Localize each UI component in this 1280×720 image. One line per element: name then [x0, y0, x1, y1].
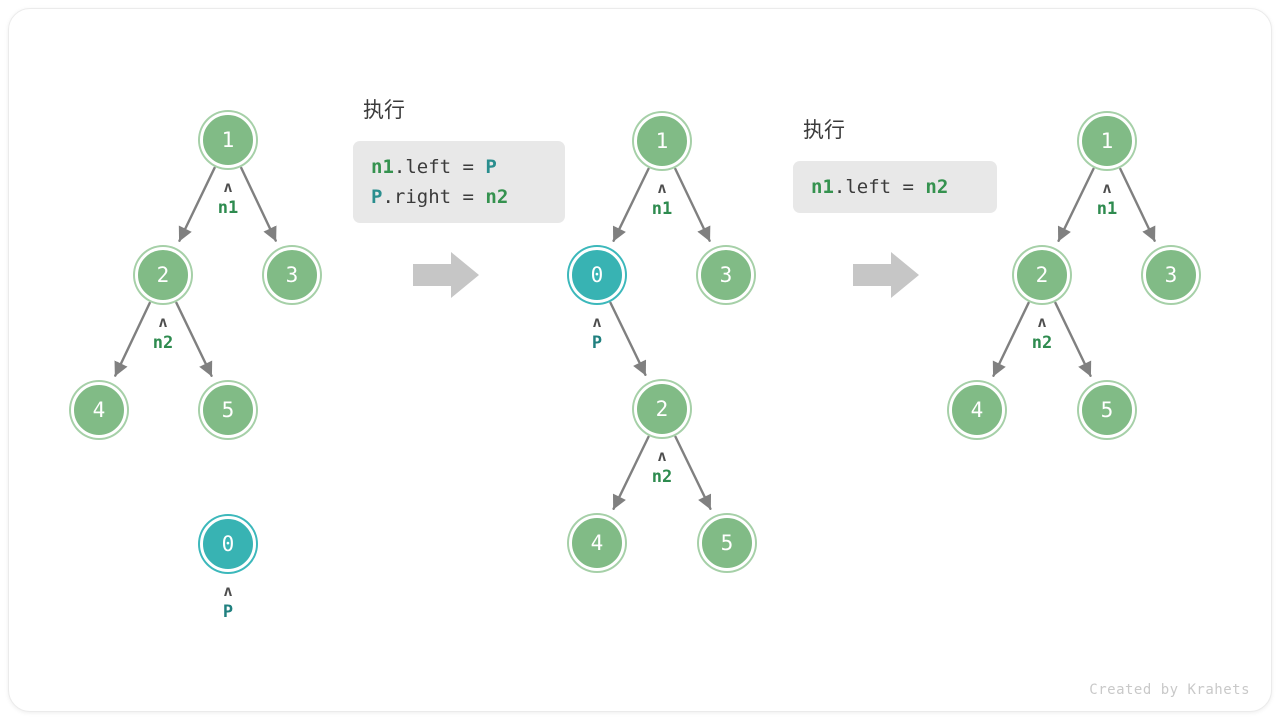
- caret-icon: ʌ: [1102, 179, 1112, 197]
- tree-node-4: 4: [71, 382, 127, 438]
- tree-edge: [609, 301, 647, 377]
- tree-node-0: 0: [569, 247, 625, 303]
- pointer-name: P: [222, 602, 234, 622]
- pointer-label-n2: ʌ n2: [133, 313, 193, 354]
- code-token-ptr: P: [485, 156, 497, 178]
- code-block-2: n1.left = n2: [793, 161, 997, 213]
- tree-node-5: 5: [699, 515, 755, 571]
- pointer-label-n2: ʌ n2: [1012, 313, 1072, 354]
- transition-arrow-1: [413, 252, 479, 298]
- tree-node-value: 5: [221, 397, 235, 422]
- tree-node-4: 4: [569, 515, 625, 571]
- tree-edge: [1057, 167, 1095, 243]
- tree-node-value: 1: [1100, 128, 1114, 153]
- tree-node-3: 3: [1143, 247, 1199, 303]
- code-line: n1.left = P: [371, 152, 547, 182]
- caret-icon: ʌ: [158, 313, 168, 331]
- tree-node-value: 1: [221, 127, 235, 152]
- tree-edge: [114, 301, 151, 377]
- caret-icon: ʌ: [657, 179, 667, 197]
- pointer-label-n1: ʌ n1: [198, 178, 258, 219]
- tree-edge: [240, 166, 277, 242]
- code-token-var: n1: [371, 156, 394, 178]
- caret-icon: ʌ: [223, 582, 233, 600]
- tree-node-2: 2: [1014, 247, 1070, 303]
- tree-edge: [612, 167, 650, 243]
- pointer-label-n1: ʌ n1: [1077, 179, 1137, 220]
- tree-node-1: 1: [1079, 113, 1135, 169]
- caret-icon: ʌ: [1037, 313, 1047, 331]
- tree-node-1: 1: [634, 113, 690, 169]
- tree-node-value: 4: [590, 530, 604, 555]
- tree-node-value: 2: [1035, 262, 1049, 287]
- tree-node-value: 5: [720, 530, 734, 555]
- credit-text: Created by Krahets: [1089, 682, 1250, 698]
- caret-icon: ʌ: [592, 313, 602, 331]
- tree-node-2: 2: [135, 247, 191, 303]
- tree-node-5: 5: [200, 382, 256, 438]
- pointer-name: n1: [1096, 199, 1118, 219]
- tree-node-value: 3: [285, 262, 299, 287]
- tree-edge: [1119, 167, 1156, 242]
- tree-node-value: 3: [719, 262, 733, 287]
- tree-edge: [175, 301, 213, 377]
- step-label-2: 执行: [803, 118, 845, 142]
- tree-node-3: 3: [698, 247, 754, 303]
- pointer-name: P: [591, 333, 603, 353]
- tree-node-2: 2: [634, 381, 690, 437]
- code-token-var: n2: [925, 176, 949, 198]
- code-token-var: n1: [811, 176, 834, 198]
- code-token-plain: .right =: [382, 186, 486, 208]
- tree-node-0: 0: [200, 516, 256, 572]
- tree-node-value: 5: [1100, 397, 1114, 422]
- tree-edge: [674, 167, 711, 242]
- tree-node-5: 5: [1079, 382, 1135, 438]
- tree-node-value: 4: [92, 397, 106, 422]
- code-token-plain: .left =: [393, 156, 486, 178]
- pointer-name: n2: [152, 333, 174, 353]
- transition-arrow-2: [853, 252, 919, 298]
- pointer-label-n2: ʌ n2: [632, 447, 692, 488]
- pointer-label-n1: ʌ n1: [632, 179, 692, 220]
- tree-edge: [178, 166, 216, 242]
- tree-node-1: 1: [200, 112, 256, 168]
- tree-edge: [612, 435, 650, 511]
- tree-node-value: 0: [590, 262, 604, 287]
- tree-node-value: 0: [221, 531, 235, 556]
- pointer-name: n2: [651, 467, 673, 487]
- tree-edge: [1054, 301, 1092, 377]
- tree-edge: [674, 435, 712, 511]
- tree-node-4: 4: [949, 382, 1005, 438]
- tree-node-value: 1: [655, 128, 669, 153]
- step-label-1: 执行: [363, 98, 405, 122]
- tree-edge: [992, 301, 1030, 377]
- code-token-ptr: P: [371, 186, 383, 208]
- code-token-plain: .left =: [833, 176, 926, 198]
- code-line: n1.left = n2: [811, 172, 979, 202]
- code-line: P.right = n2: [371, 182, 547, 212]
- tree-node-value: 2: [655, 396, 669, 421]
- tree-node-3: 3: [264, 247, 320, 303]
- caret-icon: ʌ: [657, 447, 667, 465]
- caret-icon: ʌ: [223, 178, 233, 196]
- tree-node-value: 2: [156, 262, 170, 287]
- tree-node-value: 3: [1164, 262, 1178, 287]
- tree-node-value: 4: [970, 397, 984, 422]
- pointer-name: n2: [1031, 333, 1053, 353]
- code-token-var: n2: [485, 186, 509, 208]
- pointer-name: n1: [217, 198, 239, 218]
- pointer-name: n1: [651, 199, 673, 219]
